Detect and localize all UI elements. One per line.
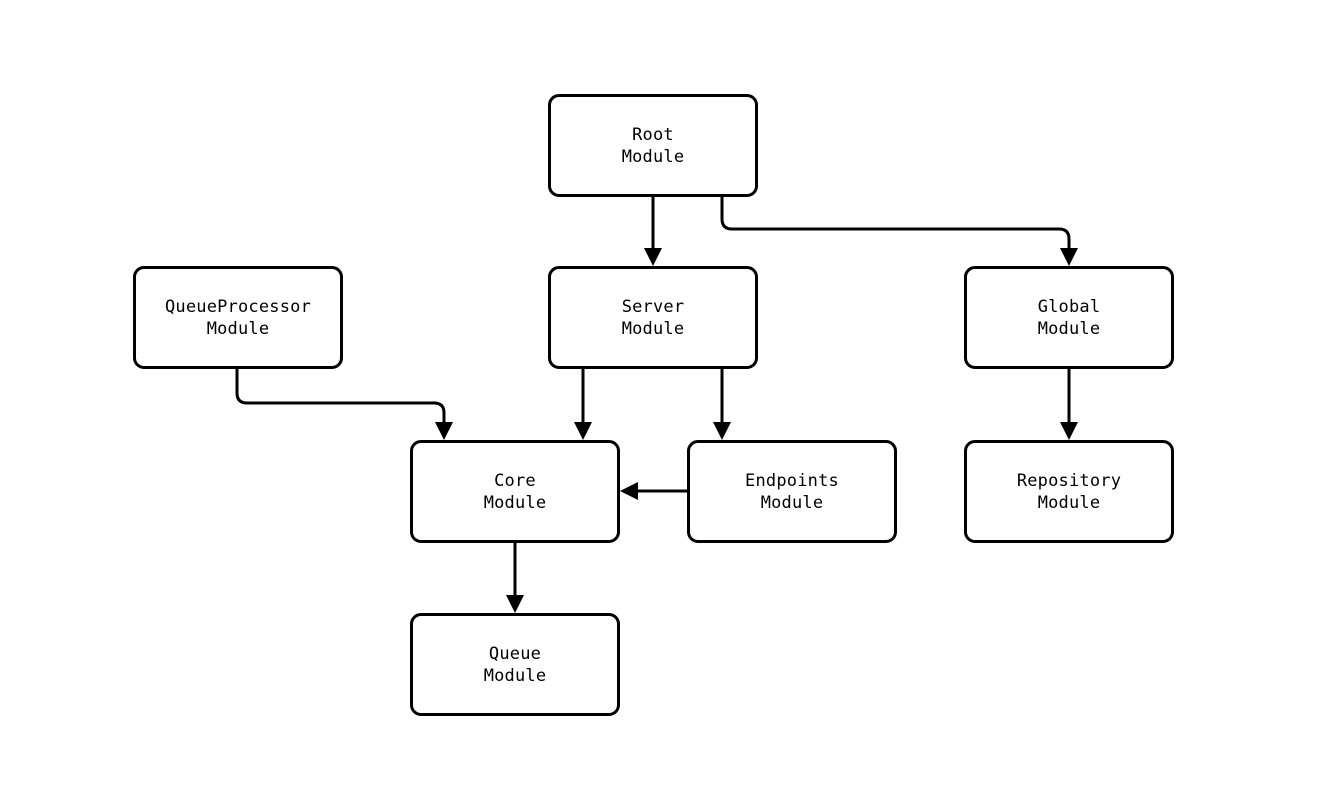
arrow-head-icon [574, 422, 592, 440]
node-subtitle: Module [760, 492, 824, 513]
node-title: Root [632, 124, 674, 145]
node-repository-module[interactable]: Repository Module [964, 440, 1174, 543]
edge-server-to-endpoints [713, 369, 731, 440]
node-endpoints-module[interactable]: Endpoints Module [687, 440, 897, 543]
node-subtitle: Module [1037, 318, 1101, 339]
node-title: Repository [1016, 470, 1122, 491]
node-core-module[interactable]: Core Module [410, 440, 620, 543]
node-queueprocessor-module[interactable]: QueueProcessor Module [133, 266, 343, 369]
edge-core-to-queue [506, 543, 524, 613]
node-title: Queue [488, 643, 542, 664]
node-subtitle: Module [621, 318, 685, 339]
node-global-module[interactable]: Global Module [964, 266, 1174, 369]
arrow-head-icon [506, 595, 524, 613]
node-server-module[interactable]: Server Module [548, 266, 758, 369]
arrow-head-icon [644, 248, 662, 266]
edge-queueprocessor-to-core [235, 369, 453, 440]
edge-endpoints-to-core [620, 482, 687, 500]
arrow-head-icon [1060, 248, 1078, 266]
node-title: QueueProcessor [164, 296, 312, 317]
node-subtitle: Module [483, 492, 547, 513]
node-title: Global [1037, 296, 1101, 317]
edge-line [720, 197, 1071, 252]
arrow-head-icon [435, 422, 453, 440]
node-queue-module[interactable]: Queue Module [410, 613, 620, 716]
edge-line [235, 369, 446, 426]
node-title: Server [621, 296, 685, 317]
edge-root-to-server [644, 197, 662, 266]
node-subtitle: Module [1037, 492, 1101, 513]
edge-global-to-repository [1060, 369, 1078, 440]
node-title: Core [494, 470, 536, 491]
node-subtitle: Module [206, 318, 270, 339]
node-subtitle: Module [621, 146, 685, 167]
arrow-head-icon [1060, 422, 1078, 440]
node-title: Endpoints [745, 470, 839, 491]
arrow-head-icon [620, 482, 638, 500]
edge-server-to-core [574, 369, 592, 440]
node-root-module[interactable]: Root Module [548, 94, 758, 197]
arrow-head-icon [713, 422, 731, 440]
edge-root-to-global [720, 197, 1078, 266]
node-subtitle: Module [483, 665, 547, 686]
